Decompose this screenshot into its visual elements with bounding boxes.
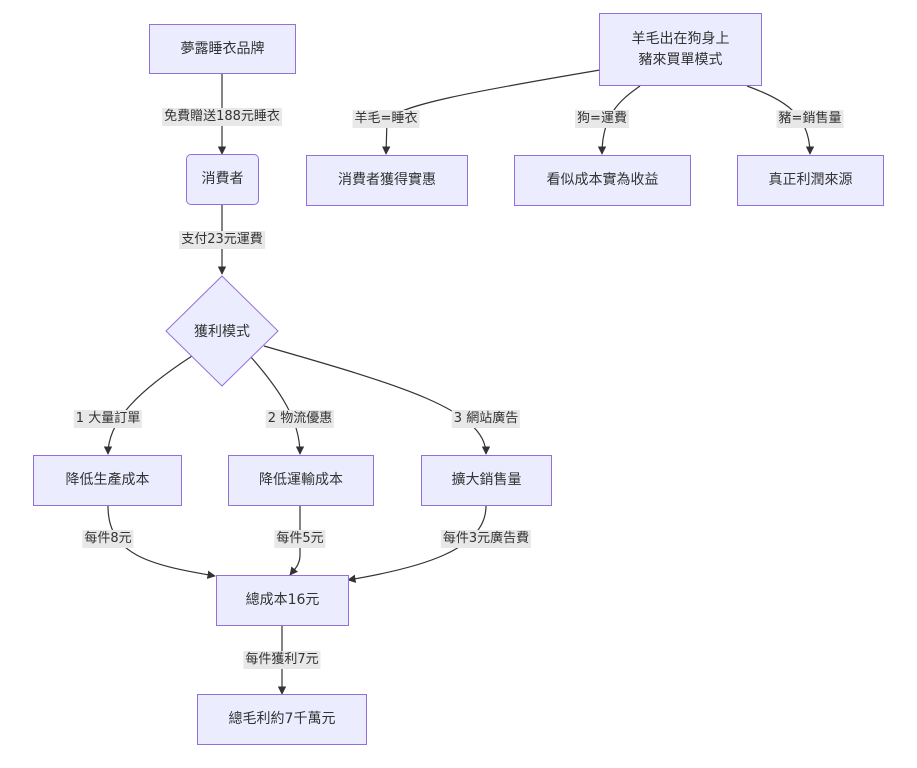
edge-label-bulk-order: 1 大量訂單 bbox=[73, 410, 143, 428]
true-profit-label: 真正利潤來源 bbox=[768, 172, 853, 188]
reduce-production-cost-node: 降低生產成本 bbox=[33, 455, 182, 506]
expand-sales-label: 擴大銷售量 bbox=[451, 472, 522, 488]
total-cost-node: 總成本16元 bbox=[216, 575, 349, 626]
edge-sales-to-total bbox=[347, 505, 487, 583]
consumer-benefit-node: 消費者獲得實惠 bbox=[306, 155, 468, 206]
edge-model-to-ship bbox=[249, 355, 305, 455]
total-profit-node: 總毛利約7千萬元 bbox=[197, 694, 367, 745]
apparent-revenue-node: 看似成本實為收益 bbox=[514, 155, 691, 206]
profit-model-label: 獲利模式 bbox=[194, 324, 250, 340]
edge-label-free-pajama: 免費贈送188元睡衣 bbox=[162, 108, 282, 126]
edge-model-to-prod bbox=[103, 355, 193, 455]
edge-label-pig: 豬=銷售量 bbox=[776, 110, 844, 128]
reduce-shipping-cost-label: 降低運輸成本 bbox=[259, 472, 343, 488]
edge-model-to-sales bbox=[263, 345, 491, 455]
wool-model-line2: 豬來買單模式 bbox=[638, 51, 723, 68]
reduce-production-cost-label: 降低生產成本 bbox=[65, 472, 150, 488]
wool-model-node: 羊毛出在狗身上 豬來買單模式 bbox=[599, 13, 762, 86]
consumer-node: 消費者 bbox=[186, 154, 259, 205]
edge-label-dog: 狗=運費 bbox=[575, 110, 629, 128]
consumer-node-label: 消費者 bbox=[201, 171, 244, 187]
edge-label-ship-cost: 每件5元 bbox=[274, 530, 326, 548]
edge-label-logistics-discount: 2 物流優惠 bbox=[265, 410, 335, 428]
edge-label-website-ads: 3 網站廣告 bbox=[451, 410, 521, 428]
profit-model-diamond bbox=[165, 275, 279, 387]
true-profit-node: 真正利潤來源 bbox=[737, 155, 884, 206]
edge-label-prod-cost: 每件8元 bbox=[82, 530, 134, 548]
wool-model-line1: 羊毛出在狗身上 bbox=[631, 30, 730, 47]
edge-label-sheep: 羊毛=睡衣 bbox=[352, 110, 420, 128]
brand-node: 夢露睡衣品牌 bbox=[149, 24, 296, 74]
edge-prod-to-total bbox=[107, 505, 216, 579]
edge-label-ad-cost: 每件3元廣告費 bbox=[440, 530, 532, 548]
total-profit-label: 總毛利約7千萬元 bbox=[228, 711, 336, 727]
consumer-benefit-label: 消費者獲得實惠 bbox=[338, 172, 436, 188]
edge-ship-to-total bbox=[289, 506, 301, 576]
brand-node-label: 夢露睡衣品牌 bbox=[180, 40, 265, 57]
edge-label-unit-profit: 每件獲利7元 bbox=[243, 651, 321, 669]
apparent-revenue-label: 看似成本實為收益 bbox=[546, 172, 659, 188]
reduce-shipping-cost-node: 降低運輸成本 bbox=[228, 455, 374, 506]
expand-sales-node: 擴大銷售量 bbox=[421, 455, 552, 506]
total-cost-label: 總成本16元 bbox=[245, 592, 320, 608]
edge-label-shipping-fee: 支付23元運費 bbox=[179, 231, 265, 249]
